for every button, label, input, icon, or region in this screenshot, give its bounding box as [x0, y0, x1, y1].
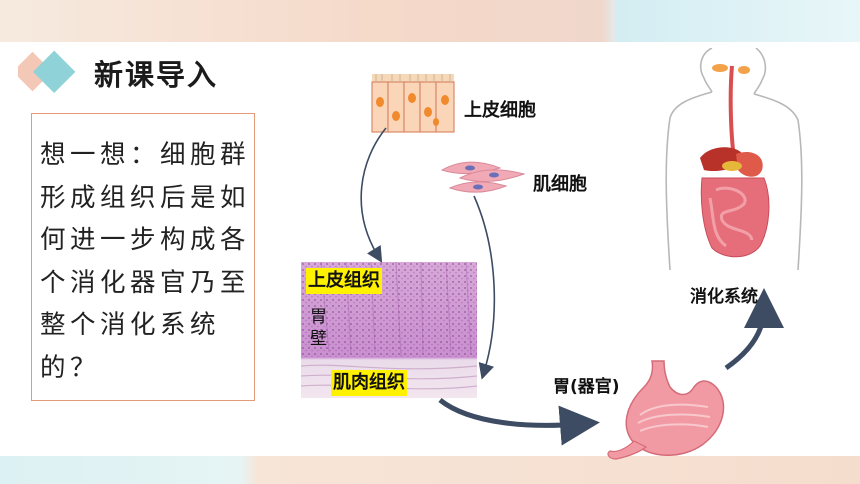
stomach-organ-label: 胃(器官)	[553, 377, 620, 397]
arrow-tissue-to-organ	[438, 398, 600, 446]
epithelial-cells-image	[371, 74, 455, 133]
epithelial-tissue-label: 上皮组织	[306, 268, 382, 294]
arrow-cells-to-tissue	[360, 127, 387, 263]
digestive-system-image	[665, 48, 803, 271]
slide-title: 新课导入	[94, 58, 219, 92]
bottom-decor-band	[0, 456, 860, 484]
diamond-icon	[18, 50, 76, 94]
muscle-tissue-label: 肌肉组织	[331, 370, 407, 396]
top-teal-strip	[615, 0, 860, 42]
stomach-image	[607, 360, 725, 460]
epithelial-cell-label: 上皮细胞	[464, 100, 536, 121]
stomach-wall-label: 胃壁	[310, 307, 327, 349]
question-text: 想一想：细胞群形成组织后是如何进一步构成各个消化器官乃至整个消化系统的？	[40, 140, 251, 383]
muscle-cells-image	[440, 161, 526, 193]
arrow-muscle-to-tissue	[473, 195, 496, 380]
muscle-cell-label: 肌细胞	[533, 174, 587, 195]
question-box: 想一想：细胞群形成组织后是如何进一步构成各个消化器官乃至整个消化系统的？	[31, 113, 255, 401]
top-decor-band	[0, 0, 860, 42]
digestive-system-label: 消化系统	[690, 287, 758, 307]
